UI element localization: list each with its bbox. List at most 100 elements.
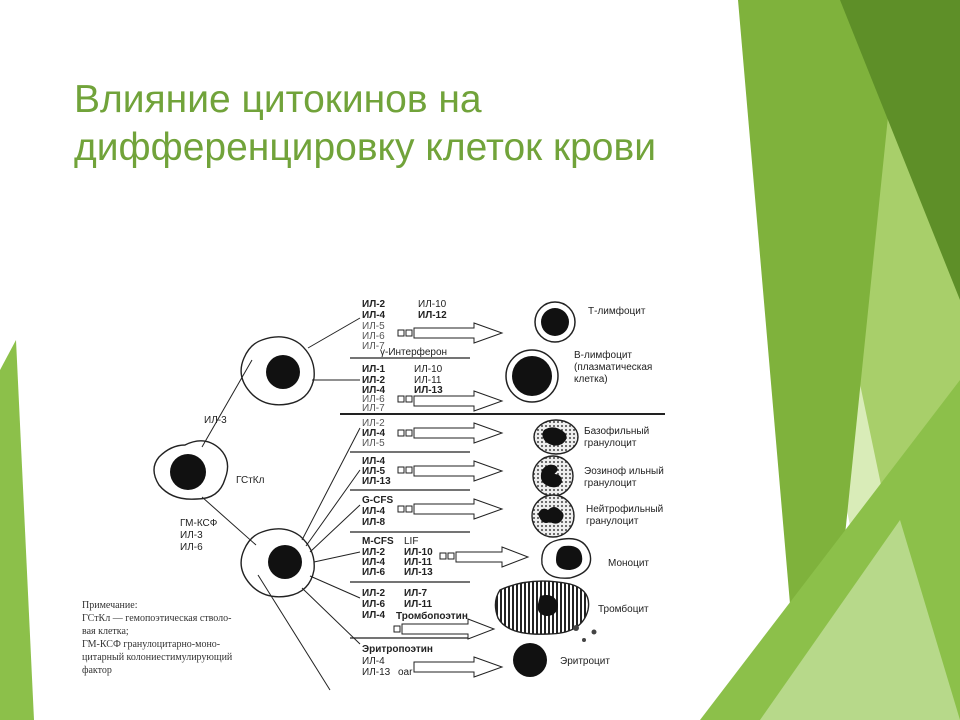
cell-label-t-lymphocyte: Т-лимфоцит <box>588 305 646 317</box>
group-neutrophil: G-CFS ИЛ-4 ИЛ-8 Нейтрофильный гранулоцит <box>362 494 663 538</box>
cytokine: ИЛ-8 <box>362 517 386 528</box>
fan-throm <box>309 575 361 599</box>
cytokine: oar <box>398 667 413 678</box>
platelet <box>573 625 579 631</box>
cell-label-b-lymphocyte-3: клетка) <box>574 374 608 385</box>
gmcsf-label-2: ИЛ-3 <box>180 530 203 541</box>
t-lymphocyte-nucleus <box>541 308 569 336</box>
cytokine: Эритропоэтин <box>362 644 433 655</box>
cytokine: ИЛ-4 <box>362 557 386 568</box>
fan-neu <box>309 504 361 553</box>
fan-eos <box>305 469 361 547</box>
fan-ery <box>301 587 361 645</box>
marker-box <box>397 395 413 403</box>
slide-title-line1: Влияние цитокинов на <box>74 78 482 121</box>
cell-label-erythrocyte: Эритроцит <box>560 656 610 667</box>
note-line: ГМ-КСФ гранулоцитарно-моно- <box>82 639 220 650</box>
cell-label-b-lymphocyte: В-лимфоцит <box>574 349 632 361</box>
group-basophil: ИЛ-2 ИЛ-4 ИЛ-5 Базофильный гранулоцит <box>362 418 649 455</box>
arrow-baso <box>413 422 504 444</box>
cytokine: ИЛ-6 <box>362 331 385 342</box>
cytokine: ИЛ-4 <box>362 385 386 396</box>
eosinophil-nucleus <box>540 464 562 488</box>
cytokine: ИЛ-10 <box>404 547 433 558</box>
b-lymphocyte-nucleus <box>512 356 552 396</box>
arrow-t <box>413 322 504 344</box>
cytokine: ИЛ-6 <box>362 567 386 578</box>
marker-box <box>393 625 401 633</box>
erythrocyte-cell <box>513 643 547 677</box>
group-erythrocyte: Эритропоэтин ИЛ-4 ИЛ-13 oar Эритроцит <box>362 643 610 678</box>
cytokine: ИЛ-13 <box>362 667 391 678</box>
cytokine: ИЛ-10 <box>418 299 447 310</box>
cell-label-thrombocyte: Тромбоцит <box>598 603 649 615</box>
cytokine: ИЛ-2 <box>362 547 386 558</box>
gmcsf-label-1: ГМ-КСФ <box>180 518 218 529</box>
megakaryocyte-nucleus <box>537 595 558 616</box>
cytokine: ИЛ-13 <box>414 385 443 396</box>
branch-gmcsf <box>201 496 257 546</box>
cell-label-basophil-2: гранулоцит <box>584 438 637 449</box>
arrow-eos <box>413 460 504 482</box>
cytokine: ИЛ-7 <box>362 403 385 414</box>
note-line: фактор <box>82 665 112 676</box>
cytokine: ИЛ-11 <box>404 599 433 610</box>
branch-il3 <box>201 359 253 448</box>
cytokine: ИЛ-4 <box>362 428 386 439</box>
arrow-throm <box>401 618 496 640</box>
cytokine: ИЛ-5 <box>362 321 385 332</box>
cytokine: ИЛ-7 <box>404 588 428 599</box>
cytokine: ИЛ-11 <box>404 557 433 568</box>
cytokine: ИЛ-4 <box>362 456 386 467</box>
group-eosinophil: ИЛ-4 ИЛ-5 ИЛ-13 Эозиноф ильный гранулоци… <box>362 455 664 497</box>
cell-label-eosinophil: Эозиноф ильный <box>584 465 664 477</box>
fan-t <box>307 317 361 349</box>
slide-title-line2: дифференцировку клеток крови <box>74 126 656 169</box>
cytokine: ИЛ-4 <box>362 310 386 321</box>
cell-label-neutrophil: Нейтрофильный <box>586 503 663 515</box>
group-thrombocyte: ИЛ-2 ИЛ-6 ИЛ-4 ИЛ-7 ИЛ-11 Тромбопоэтин Т… <box>362 580 649 642</box>
fan-extra <box>257 574 331 691</box>
deco-green-left <box>0 340 34 720</box>
fan-baso <box>301 427 361 541</box>
gmcsf-label-3: ИЛ-6 <box>180 542 203 553</box>
deco-green-mid <box>738 0 900 720</box>
cytokine: γ-Интерферон <box>380 346 447 358</box>
neutrophil-nucleus <box>538 507 564 524</box>
group-b-lymphocyte: ИЛ-1 ИЛ-2 ИЛ-4 ИЛ-6 ИЛ-7 ИЛ-10 ИЛ-11 ИЛ-… <box>362 349 652 414</box>
cell-label-monocyte: Моноцит <box>608 558 649 569</box>
cytokine: LIF <box>404 536 418 547</box>
note-line: цитарный колониестимулирующий <box>82 652 233 663</box>
note-line: вая клетка; <box>82 626 129 637</box>
cytokine: ИЛ-6 <box>362 394 385 405</box>
myeloid-progenitor-nucleus <box>268 545 302 579</box>
platelet <box>582 638 586 642</box>
cytokine: ИЛ-10 <box>414 364 443 375</box>
monocyte-nucleus <box>556 545 583 570</box>
marker-box <box>397 329 413 337</box>
arrow-mono <box>455 546 530 568</box>
group-t-lymphocyte: ИЛ-2 ИЛ-4 ИЛ-5 ИЛ-6 ИЛ-7 ИЛ-10 ИЛ-12 γ-И… <box>362 299 646 358</box>
cytokine: ИЛ-2 <box>362 418 385 429</box>
stem-cell-nucleus <box>170 454 206 490</box>
arrow-b <box>413 390 504 412</box>
cytokine: ИЛ-13 <box>404 567 433 578</box>
group-monocyte: M-CFS ИЛ-2 ИЛ-4 ИЛ-6 LIF ИЛ-10 ИЛ-11 ИЛ-… <box>362 536 649 579</box>
cytokine: ИЛ-13 <box>362 476 391 487</box>
fan-mono <box>313 551 361 563</box>
marker-box <box>397 429 413 437</box>
cytokine: M-CFS <box>362 536 394 547</box>
il3-label: ИЛ-3 <box>204 415 227 426</box>
cytokine: ИЛ-2 <box>362 588 386 599</box>
cytokine: ИЛ-2 <box>362 375 386 386</box>
cytokine: ИЛ-5 <box>362 438 385 449</box>
stem-cell-label: ГСтКл <box>236 475 265 486</box>
cell-label-neutrophil-2: гранулоцит <box>586 516 639 527</box>
platelet <box>591 629 597 635</box>
basophil-nucleus <box>542 427 567 446</box>
cytokine: ИЛ-11 <box>414 375 442 386</box>
cytokine: ИЛ-4 <box>362 656 385 667</box>
deco-green-bottom-light <box>760 520 960 720</box>
